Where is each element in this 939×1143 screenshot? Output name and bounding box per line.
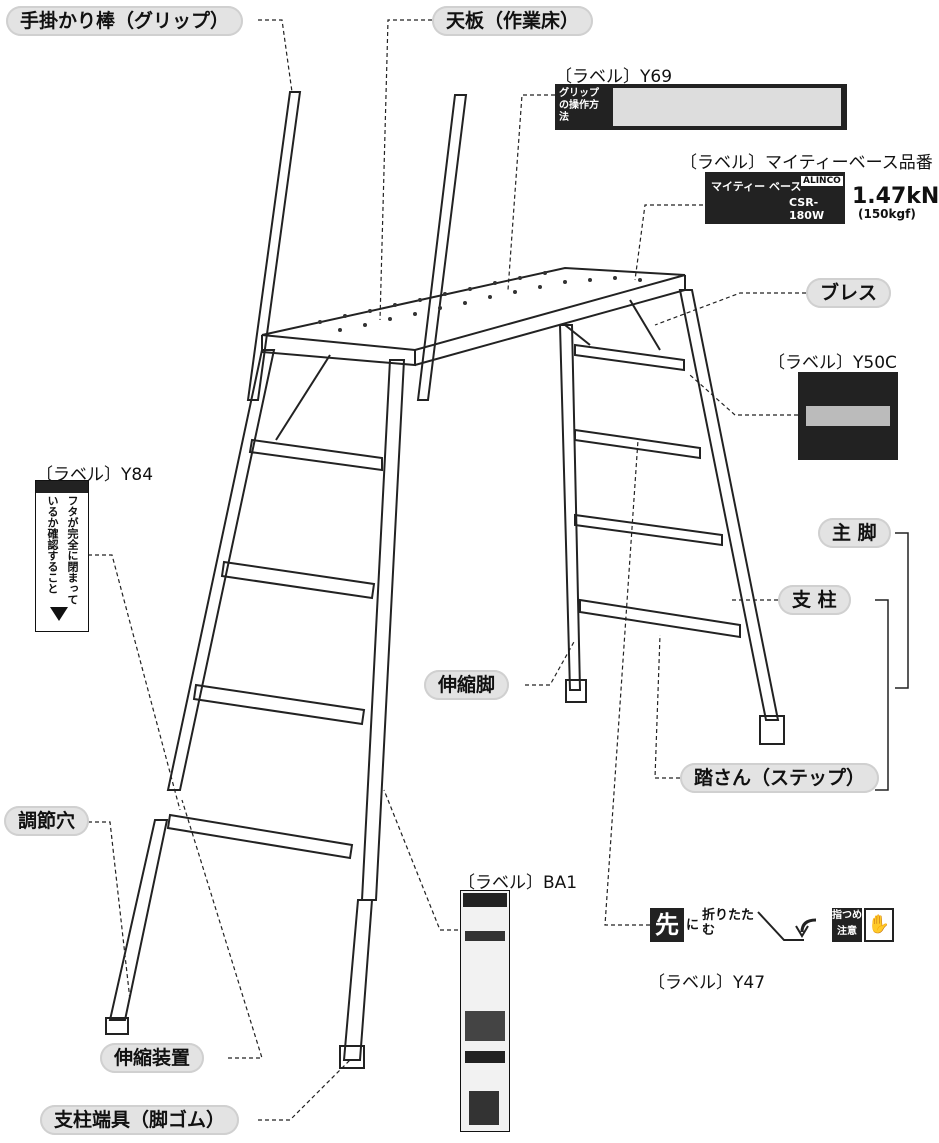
callout-adjust-hole: 調節穴	[4, 806, 90, 836]
sticker-y47-ni: に	[686, 918, 700, 933]
grip-pole-right	[416, 94, 468, 401]
sticker-y47-fold: 折りたたむ	[702, 908, 755, 938]
sticker-y50c	[798, 372, 898, 460]
leader-y47	[604, 439, 650, 926]
arrow-down-icon	[50, 607, 68, 621]
telescopic-leg-front-right	[342, 899, 374, 1061]
leader-y50c	[689, 374, 798, 416]
sticker-mighty-base-load-kgf: (150kgf)	[858, 207, 916, 221]
rear-step-2	[574, 428, 701, 460]
leader-grip	[258, 19, 293, 93]
brace-right	[629, 299, 661, 351]
sticker-mighty-base-model: CSR-180W	[789, 196, 825, 222]
sticker-ba1	[460, 890, 510, 1132]
sticker-mighty-base-name: マイティー ベース	[711, 180, 802, 193]
leader-step	[654, 634, 680, 779]
sticker-mighty-base: マイティー ベース ALINCO CSR-180W	[705, 172, 845, 224]
callout-main-leg: 主 脚	[818, 518, 891, 548]
leader-telescopic-leg	[525, 639, 576, 686]
sticker-mighty-base-load: 1.47kN	[852, 184, 939, 209]
sticker-y47-caution: 指つめ注意	[832, 908, 862, 942]
sticker-y69-title: グリップの操作方法	[559, 88, 599, 123]
leader-y84	[88, 554, 181, 811]
callout-top-plate: 天板（作業床）	[432, 6, 594, 36]
leader-top-plate	[379, 19, 432, 321]
leader-mighty-base	[634, 204, 710, 281]
step-1	[248, 438, 383, 472]
label-y50c: 〔ラベル〕Y50C	[768, 353, 897, 373]
label-ba1: 〔ラベル〕BA1	[458, 873, 578, 893]
rear-leg-right	[678, 289, 780, 721]
leader-foot-rubber	[258, 1059, 351, 1121]
label-mighty-base: 〔ラベル〕マイティーベース品番	[680, 153, 933, 173]
brace-left	[275, 354, 331, 441]
label-y47: 〔ラベル〕Y47	[648, 973, 766, 993]
main-leg-front-left	[166, 349, 276, 791]
sticker-y69: グリップの操作方法	[555, 84, 847, 130]
step-2	[220, 560, 376, 600]
callout-step: 踏さん（ステップ）	[680, 763, 880, 793]
label-y69: 〔ラベル〕Y69	[555, 67, 673, 87]
sticker-y84: フタが完全に閉まっているか確認すること	[35, 480, 89, 632]
callout-telescopic-leg: 伸縮脚	[424, 670, 510, 700]
step-4	[166, 813, 354, 860]
callout-column: 支 柱	[778, 585, 851, 615]
leader-brace	[654, 292, 806, 326]
rear-step-1	[574, 343, 685, 372]
telescopic-leg-front-left	[108, 819, 169, 1021]
finger-caution-icon: ✋	[864, 908, 894, 942]
callout-grip: 手掛かり棒（グリップ）	[6, 6, 244, 36]
rear-leg-left	[558, 324, 582, 691]
leader-y69	[507, 94, 555, 291]
sticker-mighty-base-brand: ALINCO	[801, 176, 843, 186]
callout-foot-rubber: 支柱端具（脚ゴム）	[40, 1105, 240, 1135]
callout-telescopic-device: 伸縮装置	[100, 1043, 205, 1073]
top-plate	[261, 266, 686, 352]
rear-step-4	[579, 598, 741, 639]
sticker-y84-text: フタが完全に閉まっているか確認すること	[46, 495, 79, 605]
leader-telescopic-device	[181, 799, 263, 1059]
step-3	[192, 683, 366, 726]
grip-pole-left	[246, 91, 302, 401]
main-leg-front-right	[360, 359, 406, 901]
callout-brace: ブレス	[806, 278, 892, 308]
leader-ba1	[383, 789, 458, 931]
leader-adjust-hole	[88, 821, 131, 1001]
fold-arrow-icon	[757, 911, 817, 941]
sticker-y47: 先 に 折りたたむ 指つめ注意 ✋	[650, 906, 895, 948]
sticker-y47-saki: 先	[650, 908, 684, 942]
rear-step-3	[574, 513, 723, 547]
